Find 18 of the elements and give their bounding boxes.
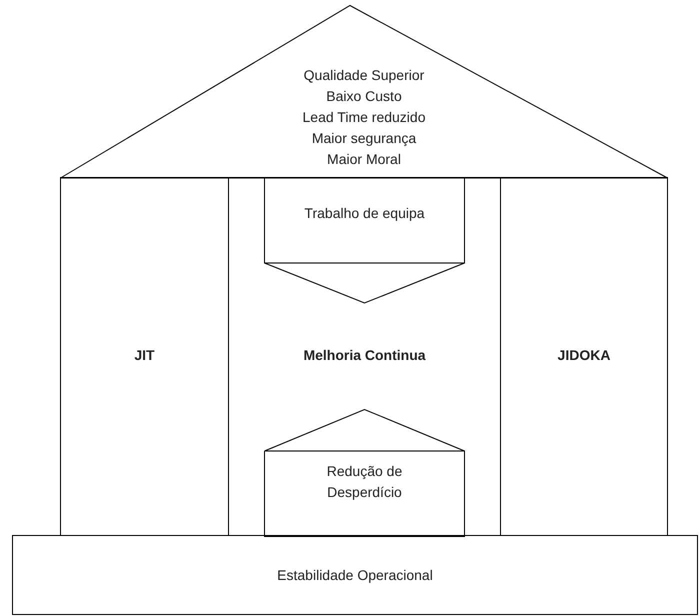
pillar-box: [228, 177, 501, 536]
roof-text: Lead Time reduzido: [302, 108, 426, 127]
roof-text: Maior segurança: [312, 129, 416, 148]
roof-text: Maior Moral: [327, 150, 401, 169]
foundation-box: [12, 535, 698, 615]
node-label: Estabilidade Operacional: [277, 566, 433, 585]
pillar-box: [500, 177, 668, 536]
node-label: Redução de Desperdício: [326, 462, 404, 502]
pillar-label: JIT: [134, 346, 155, 365]
roof-text: Baixo Custo: [326, 87, 402, 106]
pillar-label: JIDOKA: [558, 346, 610, 365]
roof-shape: [60, 5, 668, 178]
pillar-label: Melhoria Continua: [303, 346, 426, 365]
pentagon-shape: [264, 409, 465, 537]
roof-text: Qualidade Superior: [304, 66, 424, 85]
pentagon-shape: [264, 177, 465, 303]
pillar-box: [60, 177, 229, 536]
node-label: Trabalho de equipa: [304, 204, 425, 223]
